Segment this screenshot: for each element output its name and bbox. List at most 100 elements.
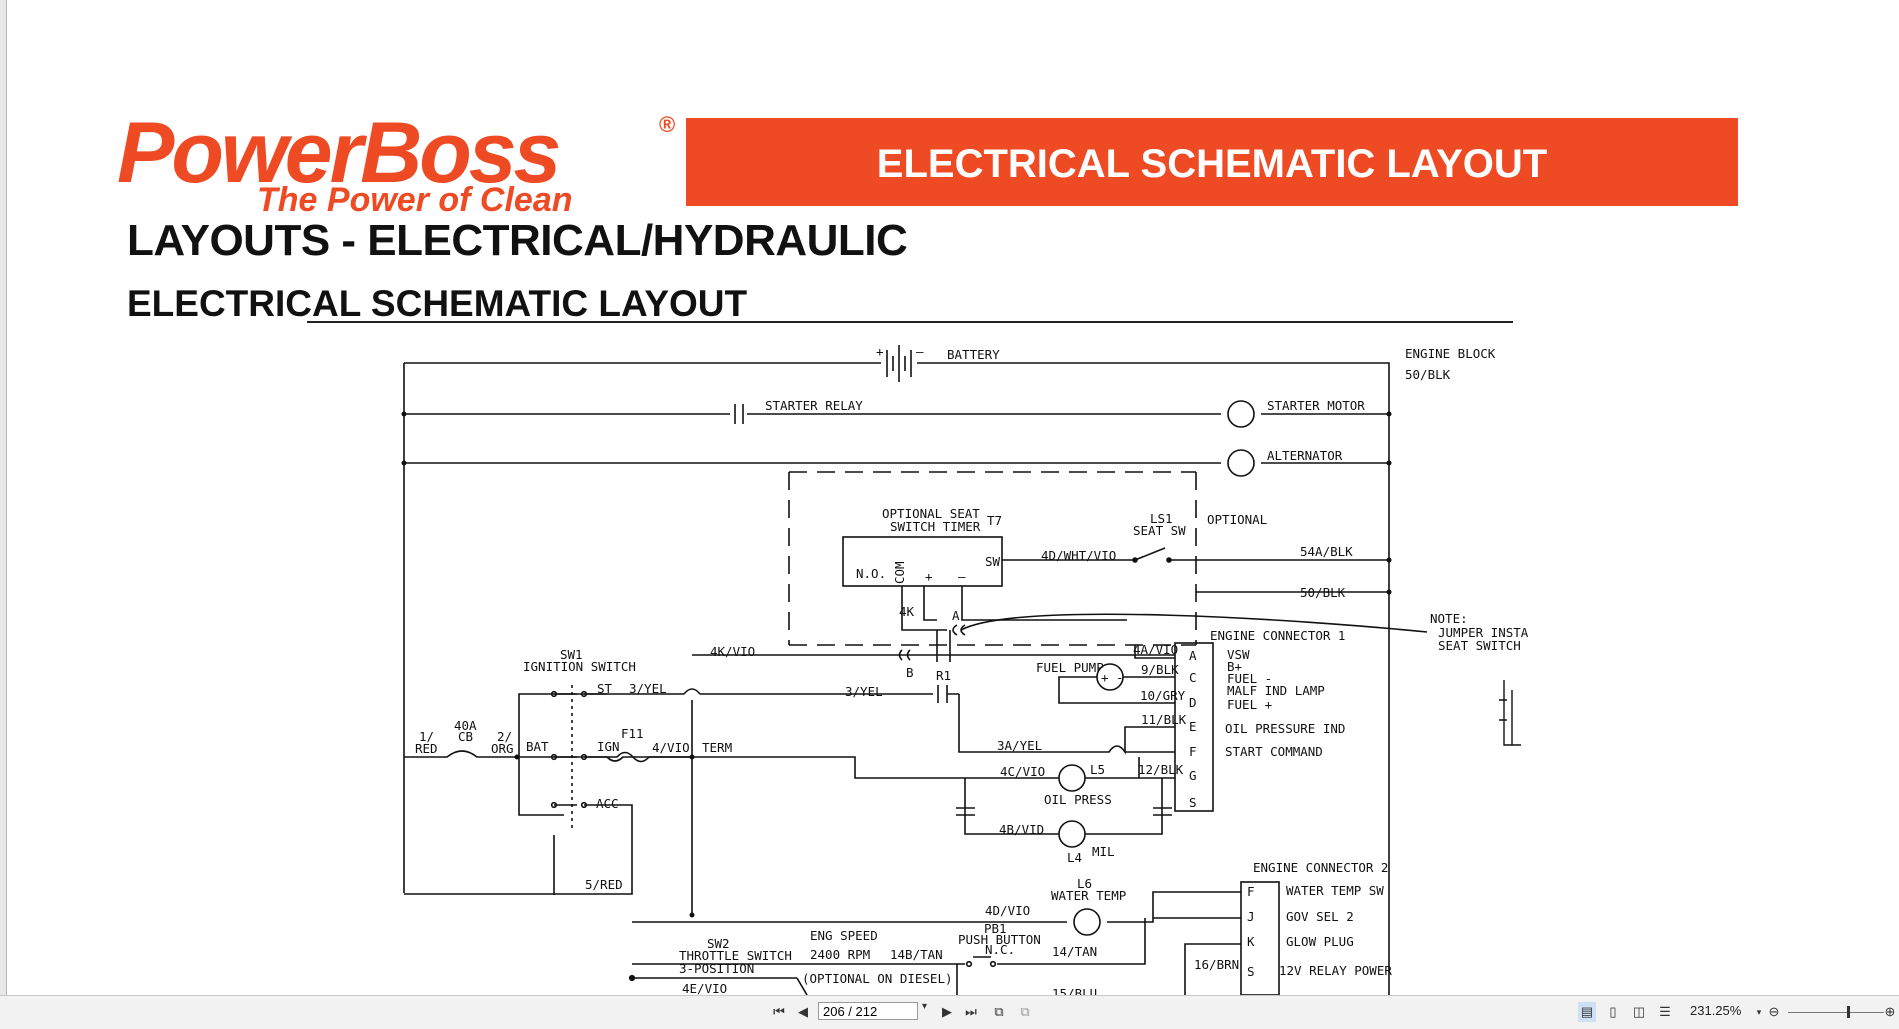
engine-block-wire-label: 50/BLK: [1405, 367, 1451, 382]
wire-54a-blk-label: 54A/BLK: [1300, 544, 1353, 559]
ec1-label-start-command: START COMMAND: [1225, 744, 1323, 759]
wire-5-red-label: 5/RED: [585, 877, 623, 892]
battery-label: BATTERY: [947, 347, 1000, 362]
engine-connector-1-label: ENGINE CONNECTOR 1: [1210, 628, 1345, 643]
wire-1-red-label-2: RED: [415, 741, 438, 756]
wire-4b-vio-label: 4B/VID: [999, 822, 1044, 837]
f11-label: F11: [621, 726, 644, 741]
ec2-label-12v-relay-power: 12V RELAY POWER: [1279, 963, 1392, 978]
wire-14-tan-label: 14/TAN: [1052, 944, 1097, 959]
timer-no-terminal: N.O.: [856, 566, 886, 581]
timer-com-terminal: COM: [892, 561, 907, 584]
viewer-toolbar: ⏮ ◀ ▾ ▶ ⏭ ⧉ ⧉ ▤ ▯ ◫ ☰ 231.25% ▾ ⊖ ⊕: [0, 995, 1899, 1029]
wire-1-red-label: 1/: [419, 729, 434, 744]
wire-3-yel-label-a: 3/YEL: [629, 681, 667, 696]
zoom-dropdown-icon[interactable]: ▾: [1756, 1007, 1762, 1017]
ec1-pin-c: C: [1189, 670, 1197, 685]
logo-wordmark: PowerBoss: [117, 105, 561, 201]
wire-4e-vio-label: 4E/VIO: [682, 981, 727, 995]
wire-4a-vio-label: 4A/VIO: [1133, 642, 1178, 657]
page-number-input[interactable]: [818, 1002, 918, 1020]
fuel-pump-symbol: + -: [1101, 670, 1124, 685]
acc-terminal-label: ACC: [596, 796, 619, 811]
st-terminal-label: ST: [597, 681, 613, 696]
ec1-label-fuel-minus: FUEL -: [1227, 671, 1272, 686]
wire-3-yel-label-b: 3/YEL: [845, 684, 883, 699]
two-page-view-icon[interactable]: ◫: [1632, 1004, 1646, 1019]
ls1-label: LS1: [1150, 511, 1173, 526]
mil-label: MIL: [1092, 844, 1115, 859]
ec1-label-vsw: VSW: [1227, 647, 1250, 662]
nc-label: N.C.: [985, 942, 1015, 957]
l6-label: L6: [1077, 876, 1092, 891]
wire-12-blk-label: 12/BLK: [1138, 762, 1184, 777]
wire-4k-label: 4K: [899, 604, 915, 619]
banner-title: ELECTRICAL SCHEMATIC LAYOUT: [876, 142, 1548, 186]
connector-b-label: B: [906, 665, 914, 680]
three-position-label: 3-POSITION: [679, 961, 754, 976]
throttle-switch-label: THROTTLE SWITCH: [679, 948, 792, 963]
logo-tagline: The Power of Clean: [257, 181, 573, 219]
single-page-view-icon[interactable]: ▤: [1578, 1002, 1596, 1022]
optional-on-diesel-label: (OPTIONAL ON DIESEL): [802, 971, 953, 986]
rpm-label: 2400 RPM: [810, 947, 870, 962]
pdf-page: PowerBoss ® The Power of Clean ELECTRICA…: [6, 0, 1899, 995]
ec2-label-water-temp-sw: WATER TEMP SW: [1286, 883, 1384, 898]
ec1-label-oil-pressure-ind: OIL PRESSURE IND: [1225, 721, 1345, 736]
first-page-icon[interactable]: ⏮: [773, 1004, 785, 1019]
zoom-slider-track[interactable]: [1788, 1012, 1884, 1013]
ec1-pin-g: G: [1189, 768, 1197, 783]
optional-label: OPTIONAL: [1207, 512, 1267, 527]
zoom-level[interactable]: 231.25%: [1690, 1003, 1742, 1018]
text-view-icon[interactable]: ☰: [1659, 1004, 1671, 1019]
eng-speed-label: ENG SPEED: [810, 928, 878, 943]
timer-minus-terminal: —: [958, 569, 966, 584]
timer-label-line1: OPTIONAL SEAT: [882, 506, 980, 521]
wire-10-gry-label: 10/GRY: [1140, 688, 1186, 703]
fit-page-icon[interactable]: ⧉: [1020, 1004, 1030, 1019]
section-heading: LAYOUTS - ELECTRICAL/HYDRAULIC: [127, 216, 908, 265]
sw1-label: SW1: [560, 647, 583, 662]
ec2-pin-f: F: [1247, 884, 1255, 899]
previous-page-icon[interactable]: ◀: [798, 1004, 808, 1019]
water-temp-label: WATER TEMP: [1051, 888, 1126, 903]
copy-page-icon[interactable]: ⧉: [994, 1004, 1004, 1019]
zoom-slider-thumb[interactable]: [1847, 1006, 1850, 1018]
ec1-pin-f: F: [1189, 744, 1197, 759]
ec1-pin-d: D: [1189, 695, 1197, 710]
ignition-switch-label: IGNITION SWITCH: [523, 659, 636, 674]
wire-4d-wht-vio-label: 4D/WHT/VIO: [1041, 548, 1116, 563]
ec2-label-glow-plug: GLOW PLUG: [1286, 934, 1354, 949]
last-page-icon[interactable]: ⏭: [965, 1004, 977, 1019]
ec2-label-gov-sel-2: GOV SEL 2: [1286, 909, 1354, 924]
ec1-pin-a: A: [1189, 648, 1197, 663]
note-seat-switch-text: SEAT SWITCH: [1438, 638, 1521, 653]
engine-connector-2-label: ENGINE CONNECTOR 2: [1253, 860, 1388, 875]
heading-rule: [307, 321, 1513, 323]
ec2-pin-k: K: [1247, 934, 1255, 949]
title-banner: ELECTRICAL SCHEMATIC LAYOUT: [686, 118, 1738, 206]
wire-4k-vio-label: 4K/VIO: [710, 644, 755, 659]
page-dropdown-icon[interactable]: ▾: [922, 1001, 928, 1012]
section-subheading: ELECTRICAL SCHEMATIC LAYOUT: [127, 283, 748, 324]
alternator-label: ALTERNATOR: [1267, 448, 1343, 463]
ec1-label-bplus: B+: [1227, 659, 1242, 674]
ec2-pin-s: S: [1247, 964, 1255, 979]
wire-15-blu-label: 15/BLU: [1052, 986, 1097, 995]
starter-motor-label: STARTER MOTOR: [1267, 398, 1365, 413]
next-page-icon[interactable]: ▶: [942, 1004, 952, 1019]
continuous-view-icon[interactable]: ▯: [1609, 1004, 1617, 1019]
bat-terminal-label: BAT: [526, 739, 549, 754]
starter-relay-label: STARTER RELAY: [765, 398, 863, 413]
wire-4c-vio-label: 4C/VIO: [1000, 764, 1045, 779]
wire-4d-vio-label: 4D/VIO: [985, 903, 1030, 918]
sw2-label: SW2: [707, 936, 730, 951]
connector-a-label: A: [952, 608, 960, 623]
zoom-in-icon[interactable]: ⊕: [1884, 1004, 1896, 1019]
document-viewport[interactable]: PowerBoss ® The Power of Clean ELECTRICA…: [0, 0, 1899, 995]
timer-label-line2: SWITCH TIMER: [890, 519, 981, 534]
ec1-pin-e: E: [1189, 719, 1197, 734]
l4-label: L4: [1067, 850, 1082, 865]
zoom-out-icon[interactable]: ⊖: [1768, 1004, 1780, 1019]
battery-minus: —: [916, 344, 924, 359]
